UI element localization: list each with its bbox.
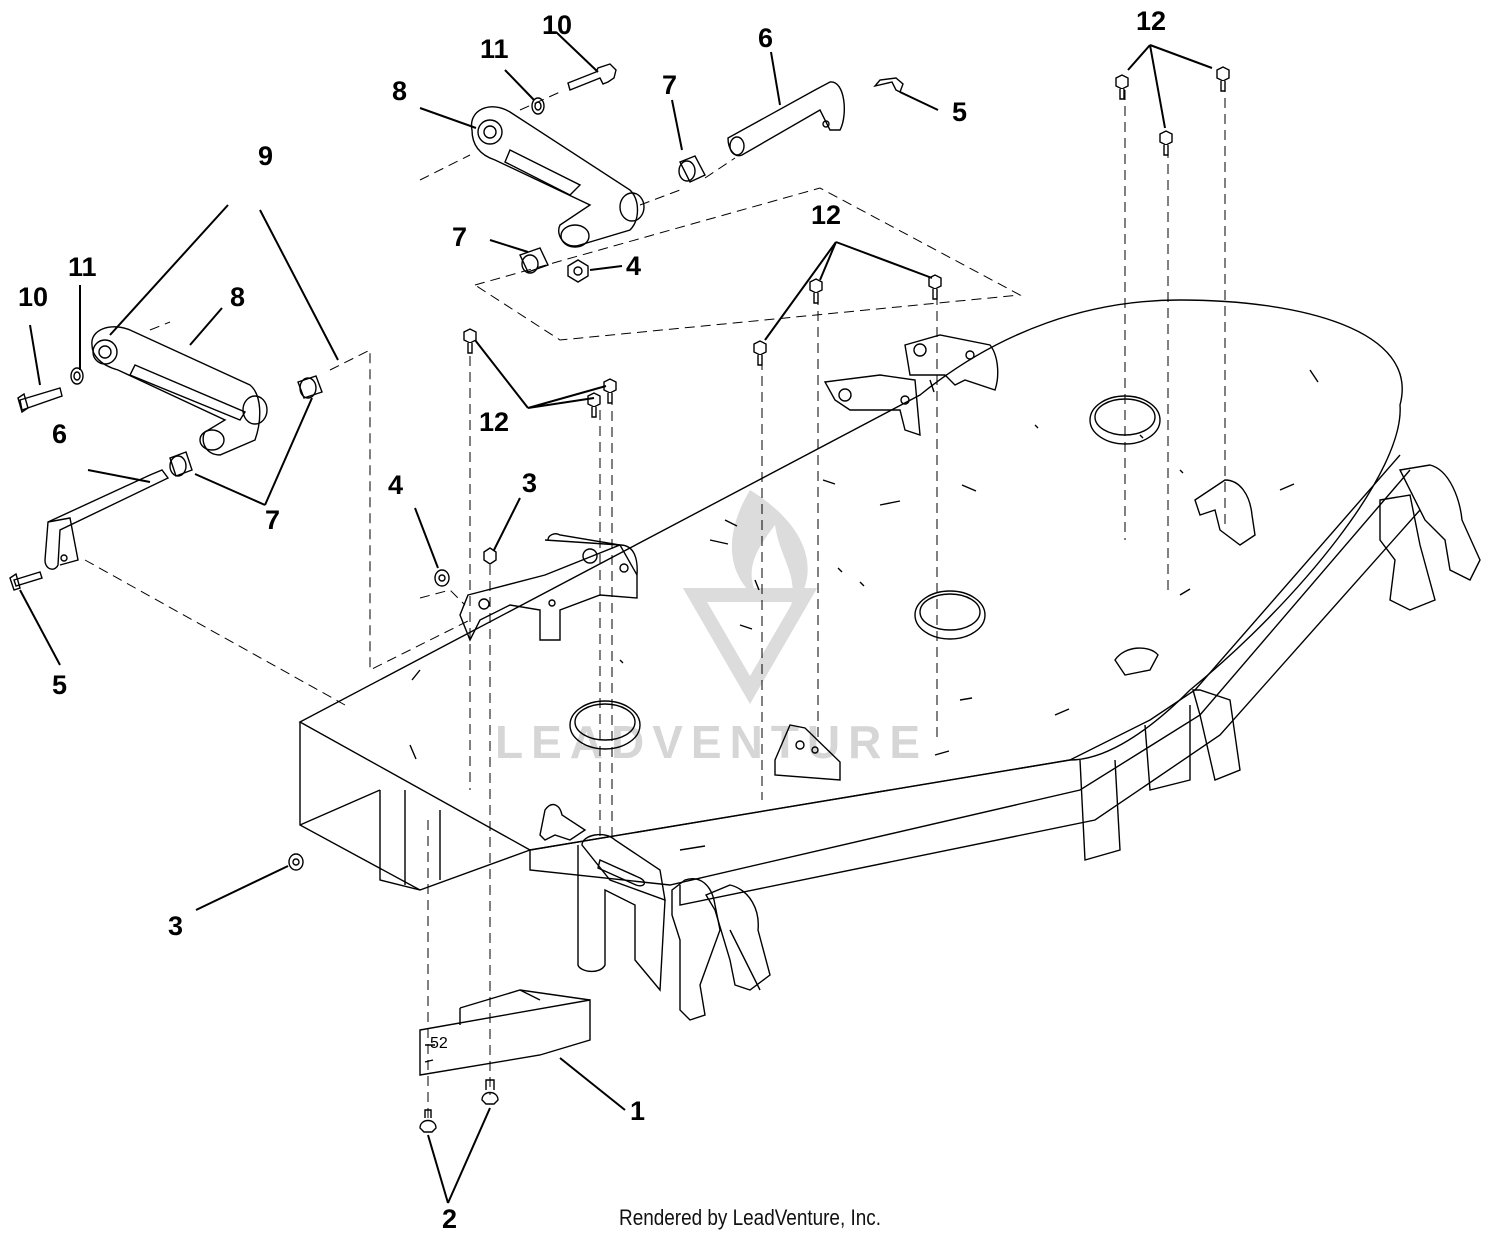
watermark-text: LEADVENTURE xyxy=(495,716,928,768)
callout-5-upper: 5 xyxy=(952,97,967,127)
flange-bolts xyxy=(288,66,1230,871)
callout-7-middle: 7 xyxy=(452,222,467,252)
assembly-guide-lines xyxy=(84,82,1226,1120)
callout-10-lower: 10 xyxy=(18,282,48,312)
callout-10-upper: 10 xyxy=(542,10,572,40)
callout-3-lower: 3 xyxy=(168,911,183,941)
baffle-mark: 52 xyxy=(430,1035,448,1052)
callout-5-lower: 5 xyxy=(52,670,67,700)
callout-7-upper: 7 xyxy=(662,70,677,100)
render-credit: Rendered by LeadVenture, Inc. xyxy=(619,1205,881,1230)
callout-11-upper: 11 xyxy=(480,34,509,64)
callout-12-center: 12 xyxy=(811,200,841,230)
callout-12-left: 12 xyxy=(479,407,509,437)
callout-6-upper: 6 xyxy=(758,23,773,53)
callout-7-lower: 7 xyxy=(265,505,280,535)
callout-3-upper: 3 xyxy=(522,468,537,498)
deck-housing xyxy=(298,299,1481,1021)
watermark-logo xyxy=(682,490,818,704)
callout-11-lower: 11 xyxy=(68,252,97,282)
callout-labels: 10 11 8 6 7 5 12 9 10 11 8 7 4 12 12 6 7… xyxy=(18,6,1166,1234)
callout-2: 2 xyxy=(442,1204,457,1234)
lower-pivot-arm-assembly xyxy=(9,326,323,591)
callout-8-upper: 8 xyxy=(392,76,407,106)
callout-9: 9 xyxy=(258,141,273,171)
callout-12-right: 12 xyxy=(1136,6,1166,36)
upper-pivot-arm-assembly xyxy=(470,63,904,283)
callout-leaders xyxy=(19,31,1213,1204)
callout-8-lower: 8 xyxy=(230,282,245,312)
baffle-plate: 52 xyxy=(419,989,591,1133)
callout-6-lower: 6 xyxy=(52,419,67,449)
callout-4-upper: 4 xyxy=(626,251,641,281)
callout-1: 1 xyxy=(630,1096,645,1126)
callout-4-lower: 4 xyxy=(388,470,403,500)
